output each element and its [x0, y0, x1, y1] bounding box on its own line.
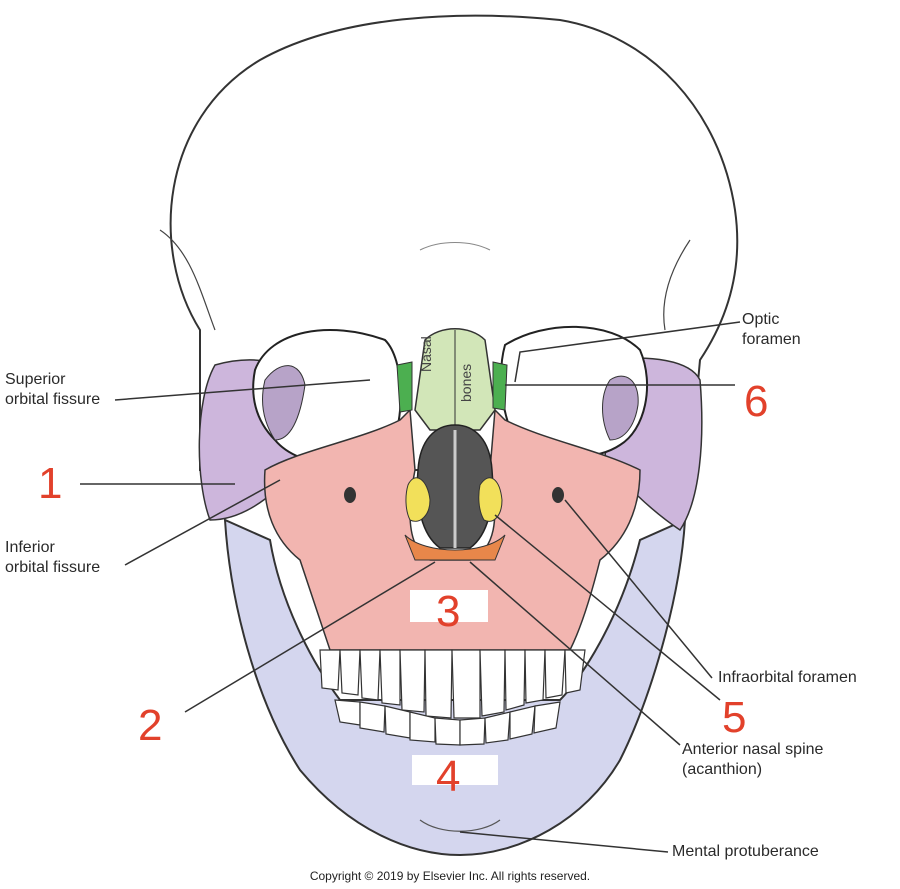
superior-orbital-fissure-label-1: Superior — [5, 371, 66, 388]
lacrimal-right — [492, 361, 508, 411]
leader-lines — [80, 321, 741, 853]
nasal-bones-label-2: bones — [458, 363, 474, 402]
number-4: 4 — [436, 752, 461, 801]
infraorbital-foramen-label: Infraorbital foramen — [718, 669, 857, 686]
number-5: 5 — [722, 693, 747, 742]
copyright-notice: Copyright © 2019 by Elsevier Inc. All ri… — [309, 869, 591, 883]
anterior-nasal-spine-label-2: (acanthion) — [682, 761, 763, 778]
number-1: 1 — [38, 459, 63, 508]
number-2: 2 — [138, 701, 163, 750]
label-mask-4 — [412, 755, 498, 785]
number-6: 6 — [744, 377, 769, 426]
superior-orbital-fissure-label-2: orbital fissure — [5, 391, 101, 408]
optic-foramen-label-2: foramen — [742, 331, 801, 348]
vomer — [404, 534, 506, 561]
optic-foramen-label-1: Optic — [742, 311, 780, 328]
label-mask-3 — [410, 590, 488, 622]
mental-protuberance-label: Mental protuberance — [672, 843, 819, 860]
lower-teeth — [334, 699, 561, 746]
anterior-nasal-spine-label-1: Anterior nasal spine — [682, 741, 824, 758]
nasal-bones-label-1: Nasal — [418, 336, 434, 372]
inferior-orbital-fissure-label-2: orbital fissure — [5, 559, 101, 576]
number-3: 3 — [436, 587, 461, 636]
upper-teeth — [319, 649, 586, 719]
inferior-orbital-fissure-label-1: Inferior — [5, 539, 55, 556]
lacrimal-left — [396, 361, 413, 413]
